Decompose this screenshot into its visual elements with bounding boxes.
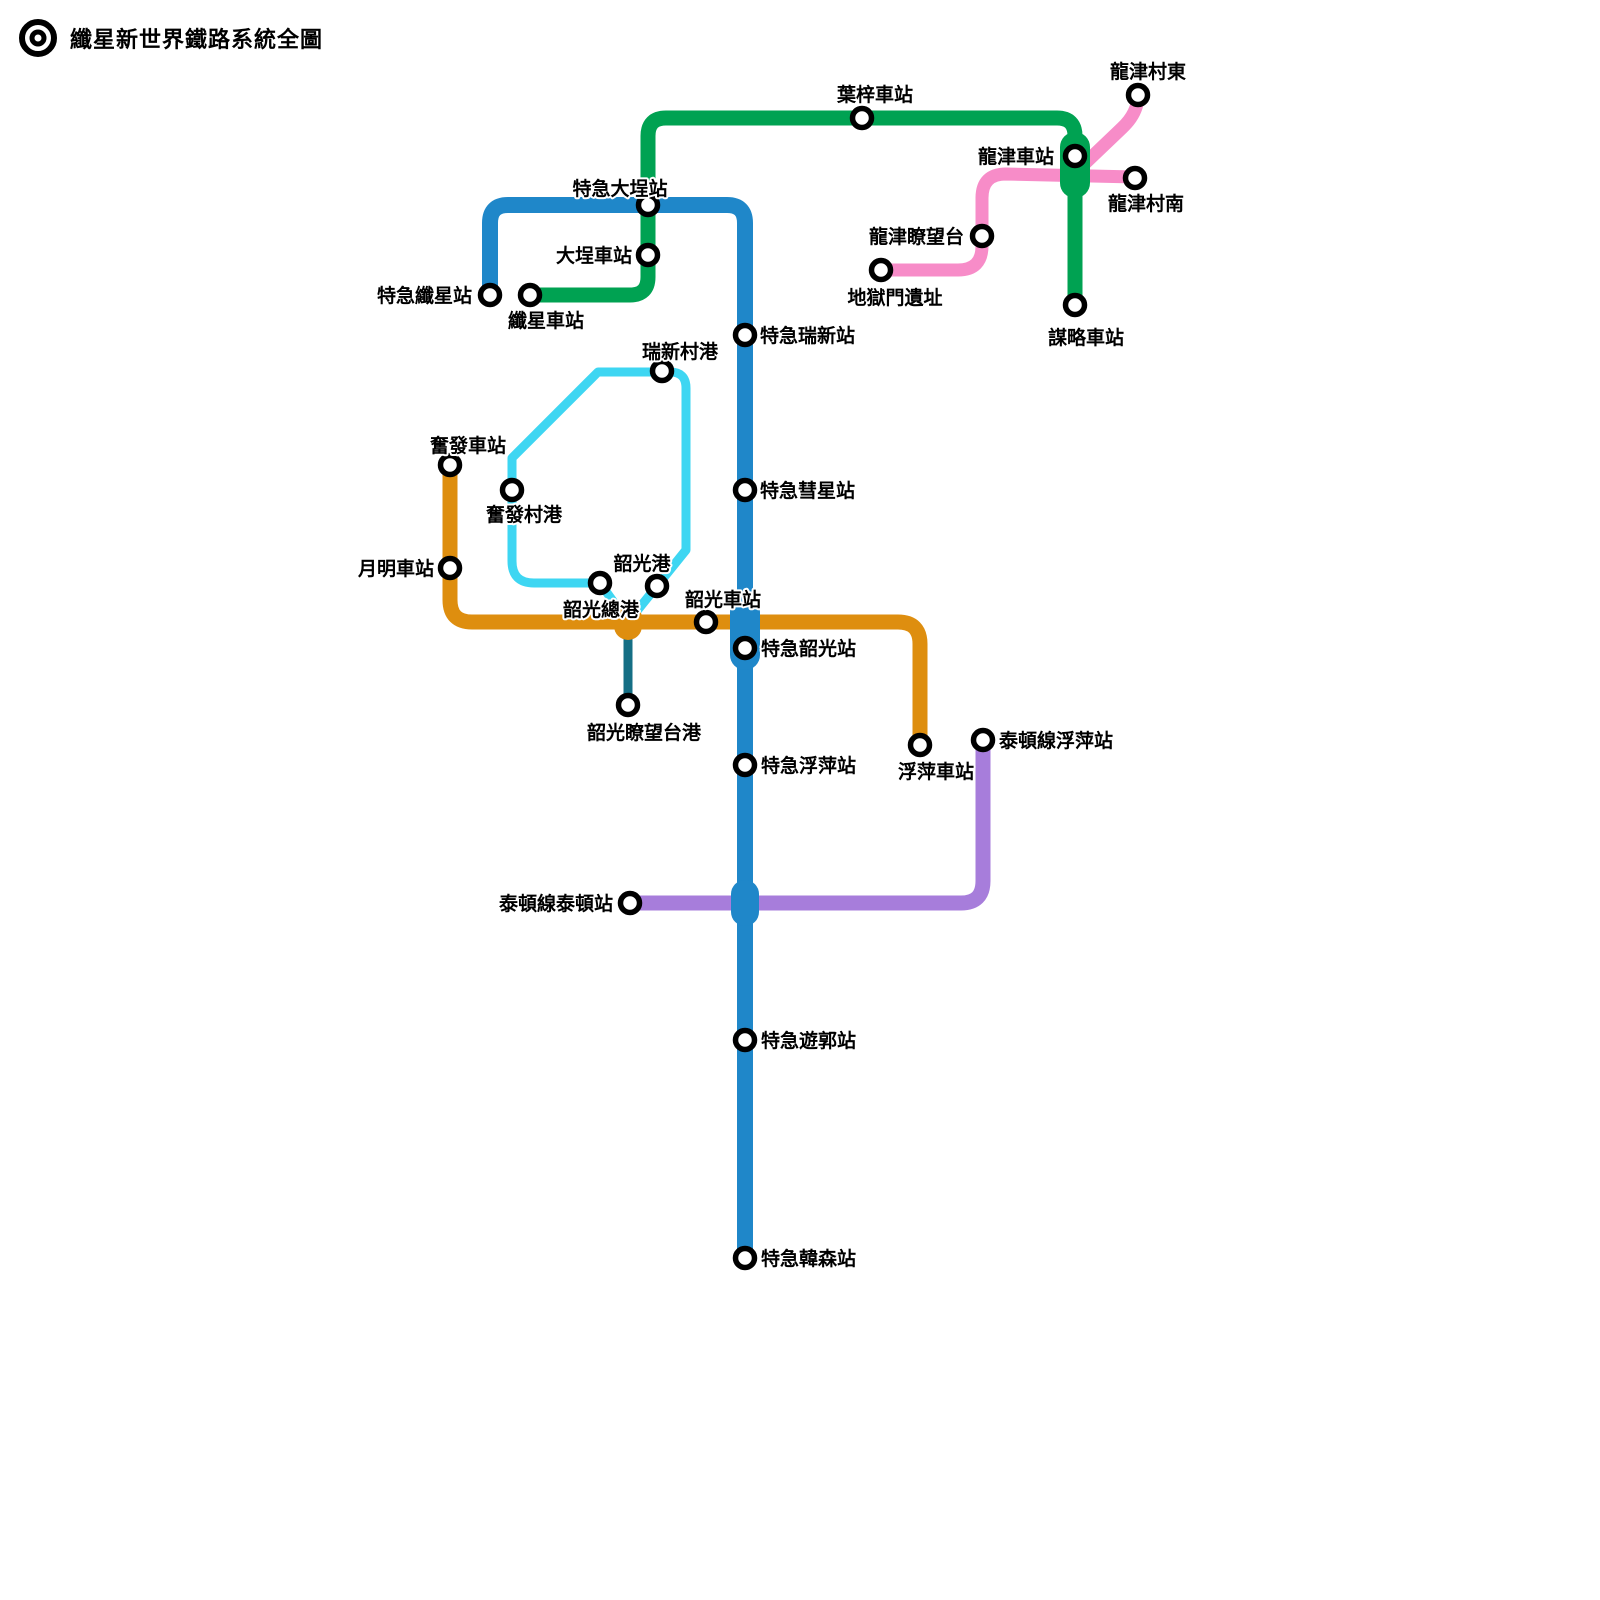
station-marker xyxy=(907,732,933,758)
station-marker xyxy=(649,358,675,384)
station-label: 地獄門遺址 xyxy=(847,286,942,309)
station-marker xyxy=(1125,82,1151,108)
station-label: 韶光總港 xyxy=(563,598,640,621)
station-marker xyxy=(732,752,758,778)
station-marker xyxy=(732,1027,758,1053)
station-label: 泰頓線泰頓站 xyxy=(498,892,613,915)
station-label: 韶光港 xyxy=(613,552,671,575)
station-marker xyxy=(517,282,543,308)
station-marker xyxy=(868,257,894,283)
station-marker xyxy=(1062,143,1088,169)
map-title: 纖星新世界鐵路系統全圖 xyxy=(70,27,324,52)
station-marker xyxy=(635,242,661,268)
station-marker xyxy=(732,322,758,348)
pink-longjin-main xyxy=(874,167,1142,277)
station-label: 特急遊郭站 xyxy=(761,1029,856,1052)
station-marker xyxy=(587,570,613,596)
station-marker xyxy=(1062,292,1088,318)
station-label: 特急大埕站 xyxy=(572,177,667,200)
station-label: 韶光車站 xyxy=(685,588,761,611)
station-label: 韶光瞭望台港 xyxy=(587,721,702,744)
station-label: 奮發車站 xyxy=(429,434,506,457)
station-marker xyxy=(437,452,463,478)
station-marker xyxy=(732,1245,758,1271)
station-label: 龍津車站 xyxy=(978,145,1054,168)
station-marker xyxy=(477,282,503,308)
station-label: 龍津村南 xyxy=(1108,192,1184,215)
station-marker xyxy=(644,573,670,599)
station-marker xyxy=(499,477,525,503)
cyan-harbour-loop xyxy=(507,367,691,627)
station-marker xyxy=(635,192,661,218)
station-marker xyxy=(732,635,758,661)
station-label: 特急瑞新站 xyxy=(760,324,855,347)
station-marker xyxy=(732,477,758,503)
station-marker xyxy=(969,223,995,249)
station-marker xyxy=(617,890,643,916)
station-label: 葉梓車站 xyxy=(836,83,913,106)
station-label: 特急韶光站 xyxy=(761,637,856,660)
station-marker xyxy=(849,105,875,131)
purple-taidun-line xyxy=(622,732,991,911)
station-label: 特急浮萍站 xyxy=(761,754,856,777)
station-label: 謀略車站 xyxy=(1048,326,1124,349)
station-marker xyxy=(970,727,996,753)
roundel-icon xyxy=(19,19,57,57)
station-label: 浮萍車站 xyxy=(898,760,974,783)
station-marker xyxy=(1122,165,1148,191)
station-label: 龍津瞭望台 xyxy=(869,225,964,248)
station-marker xyxy=(437,555,463,581)
station-label: 泰頓線浮萍站 xyxy=(998,729,1113,752)
station-label: 大埕車站 xyxy=(556,244,632,267)
orange-line xyxy=(442,457,928,753)
station-label: 奮發村港 xyxy=(485,503,563,526)
station-label: 纖星車站 xyxy=(508,309,584,332)
station-marker xyxy=(693,609,719,635)
green-line xyxy=(522,110,1083,313)
station-label: 龍津村東 xyxy=(1110,60,1186,83)
station-label: 特急纖星站 xyxy=(377,284,472,307)
station-label: 月明車站 xyxy=(357,557,434,580)
blue-express-line xyxy=(482,197,753,1266)
station-marker xyxy=(615,692,641,718)
map-header: 纖星新世界鐵路系統全圖 xyxy=(16,16,323,60)
station-label: 特急彗星站 xyxy=(760,479,855,502)
station-label: 特急韓森站 xyxy=(761,1247,856,1270)
station-label: 瑞新村港 xyxy=(642,340,719,363)
